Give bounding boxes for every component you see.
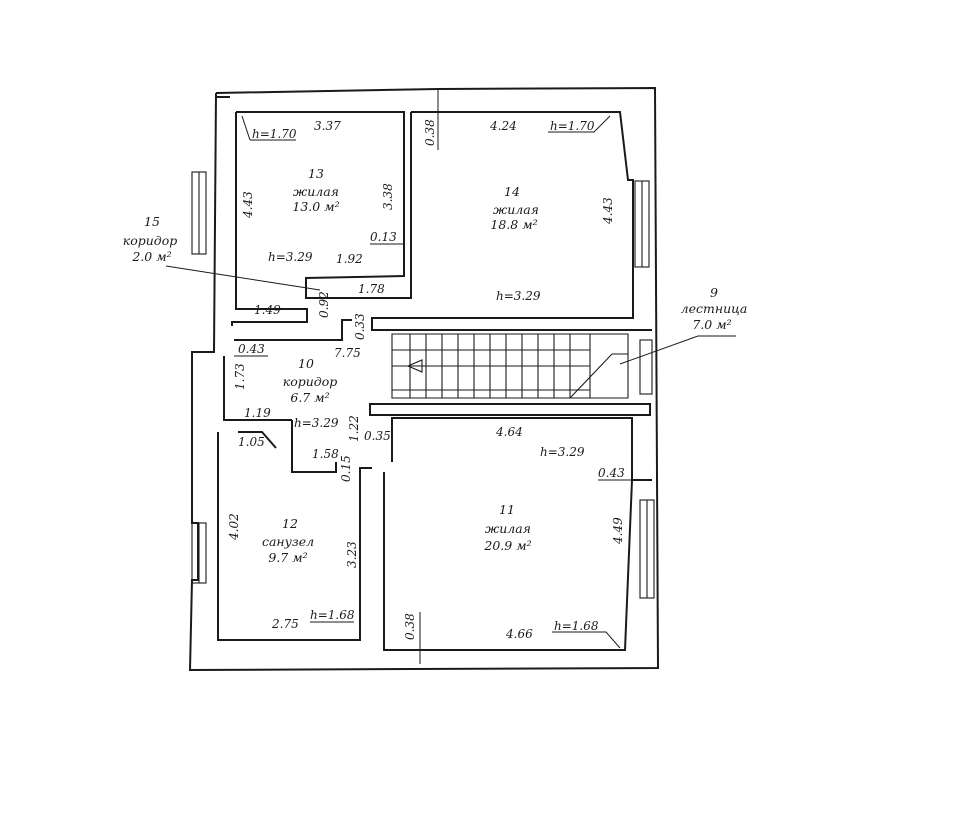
staircase <box>392 334 628 399</box>
dim-0-43-right: 0.43 <box>598 466 625 480</box>
dim-h-1-68-b: h=1.68 <box>554 619 599 633</box>
room-11-area: 20.9 м² <box>483 538 531 553</box>
dim-0-13: 0.13 <box>370 230 397 244</box>
room-labels: 13 жилая 13.0 м² 14 жилая 18.8 м² 15 кор… <box>123 166 748 565</box>
dim-0-15: 0.15 <box>339 455 353 482</box>
dim-h-1-68-a: h=1.68 <box>310 608 355 622</box>
room-15-area: 2.0 м² <box>131 249 171 264</box>
room-9-type: лестница <box>681 301 748 316</box>
room-11-type: жилая <box>485 521 531 536</box>
room-14-type: жилая <box>493 202 539 217</box>
room-10-number: 10 <box>298 356 314 371</box>
room-9-area: 7.0 м² <box>692 317 731 332</box>
windows <box>191 171 655 599</box>
dim-4-43-right: 4.43 <box>601 197 615 225</box>
dim-0-38-bottom: 0.38 <box>403 613 417 640</box>
dim-4-49: 4.49 <box>611 517 625 545</box>
dim-3-38: 3.38 <box>381 183 395 210</box>
dim-0-33: 0.33 <box>353 313 367 340</box>
dim-0-43-left: 0.43 <box>238 342 265 356</box>
dim-1-05: 1.05 <box>238 435 265 449</box>
dim-4-24: 4.24 <box>489 119 517 133</box>
room-13-number: 13 <box>308 166 324 181</box>
room-12-number: 12 <box>282 516 298 531</box>
room-10-area: 6.7 м² <box>290 390 329 405</box>
dim-4-43-left: 4.43 <box>241 191 255 219</box>
room-14-area: 18.8 м² <box>490 217 537 232</box>
dim-0-38-top: 0.38 <box>423 119 437 146</box>
dim-h-3-29-c: h=3.29 <box>294 416 339 430</box>
dim-1-78: 1.78 <box>358 282 385 296</box>
room-10-type: коридор <box>283 374 338 389</box>
room-15-number: 15 <box>144 214 160 229</box>
dim-4-64: 4.64 <box>495 425 523 439</box>
dim-3-23: 3.23 <box>345 541 359 568</box>
room-13-type: жилая <box>293 184 339 199</box>
dim-h-1-70-b: h=1.70 <box>550 119 595 133</box>
dim-1-19: 1.19 <box>244 406 271 420</box>
dim-h-3-29-a: h=3.29 <box>268 250 313 264</box>
room-9-number: 9 <box>710 285 718 300</box>
room-13-area: 13.0 м² <box>292 199 339 214</box>
dim-h-1-70-a: h=1.70 <box>252 127 297 141</box>
dim-2-75: 2.75 <box>271 617 299 631</box>
dim-1-58: 1.58 <box>312 447 339 461</box>
room-14-number: 14 <box>504 184 520 199</box>
dimension-labels: 3.37 h=1.70 0.38 4.24 h=1.70 4.43 3.38 4… <box>227 119 625 641</box>
outer-walls <box>188 86 660 672</box>
dim-3-37: 3.37 <box>314 119 341 133</box>
dim-1-22: 1.22 <box>347 415 361 442</box>
dim-h-3-29-d: h=3.29 <box>540 445 585 459</box>
dim-4-66: 4.66 <box>505 627 533 641</box>
room-12-type: санузел <box>262 534 314 549</box>
dim-0-35: 0.35 <box>364 429 391 443</box>
dim-h-3-29-b: h=3.29 <box>496 289 541 303</box>
room-11-number: 11 <box>499 502 515 517</box>
dimension-lines <box>165 89 736 664</box>
dim-1-73: 1.73 <box>233 363 247 390</box>
dim-4-02: 4.02 <box>227 513 241 541</box>
dim-7-75: 7.75 <box>334 346 361 360</box>
room-12-area: 9.7 м² <box>268 550 307 565</box>
dim-0-92: 0.92 <box>317 291 331 318</box>
room-15-type: коридор <box>123 233 178 248</box>
dim-1-92: 1.92 <box>336 252 363 266</box>
dim-1-49: 1.49 <box>254 303 281 317</box>
